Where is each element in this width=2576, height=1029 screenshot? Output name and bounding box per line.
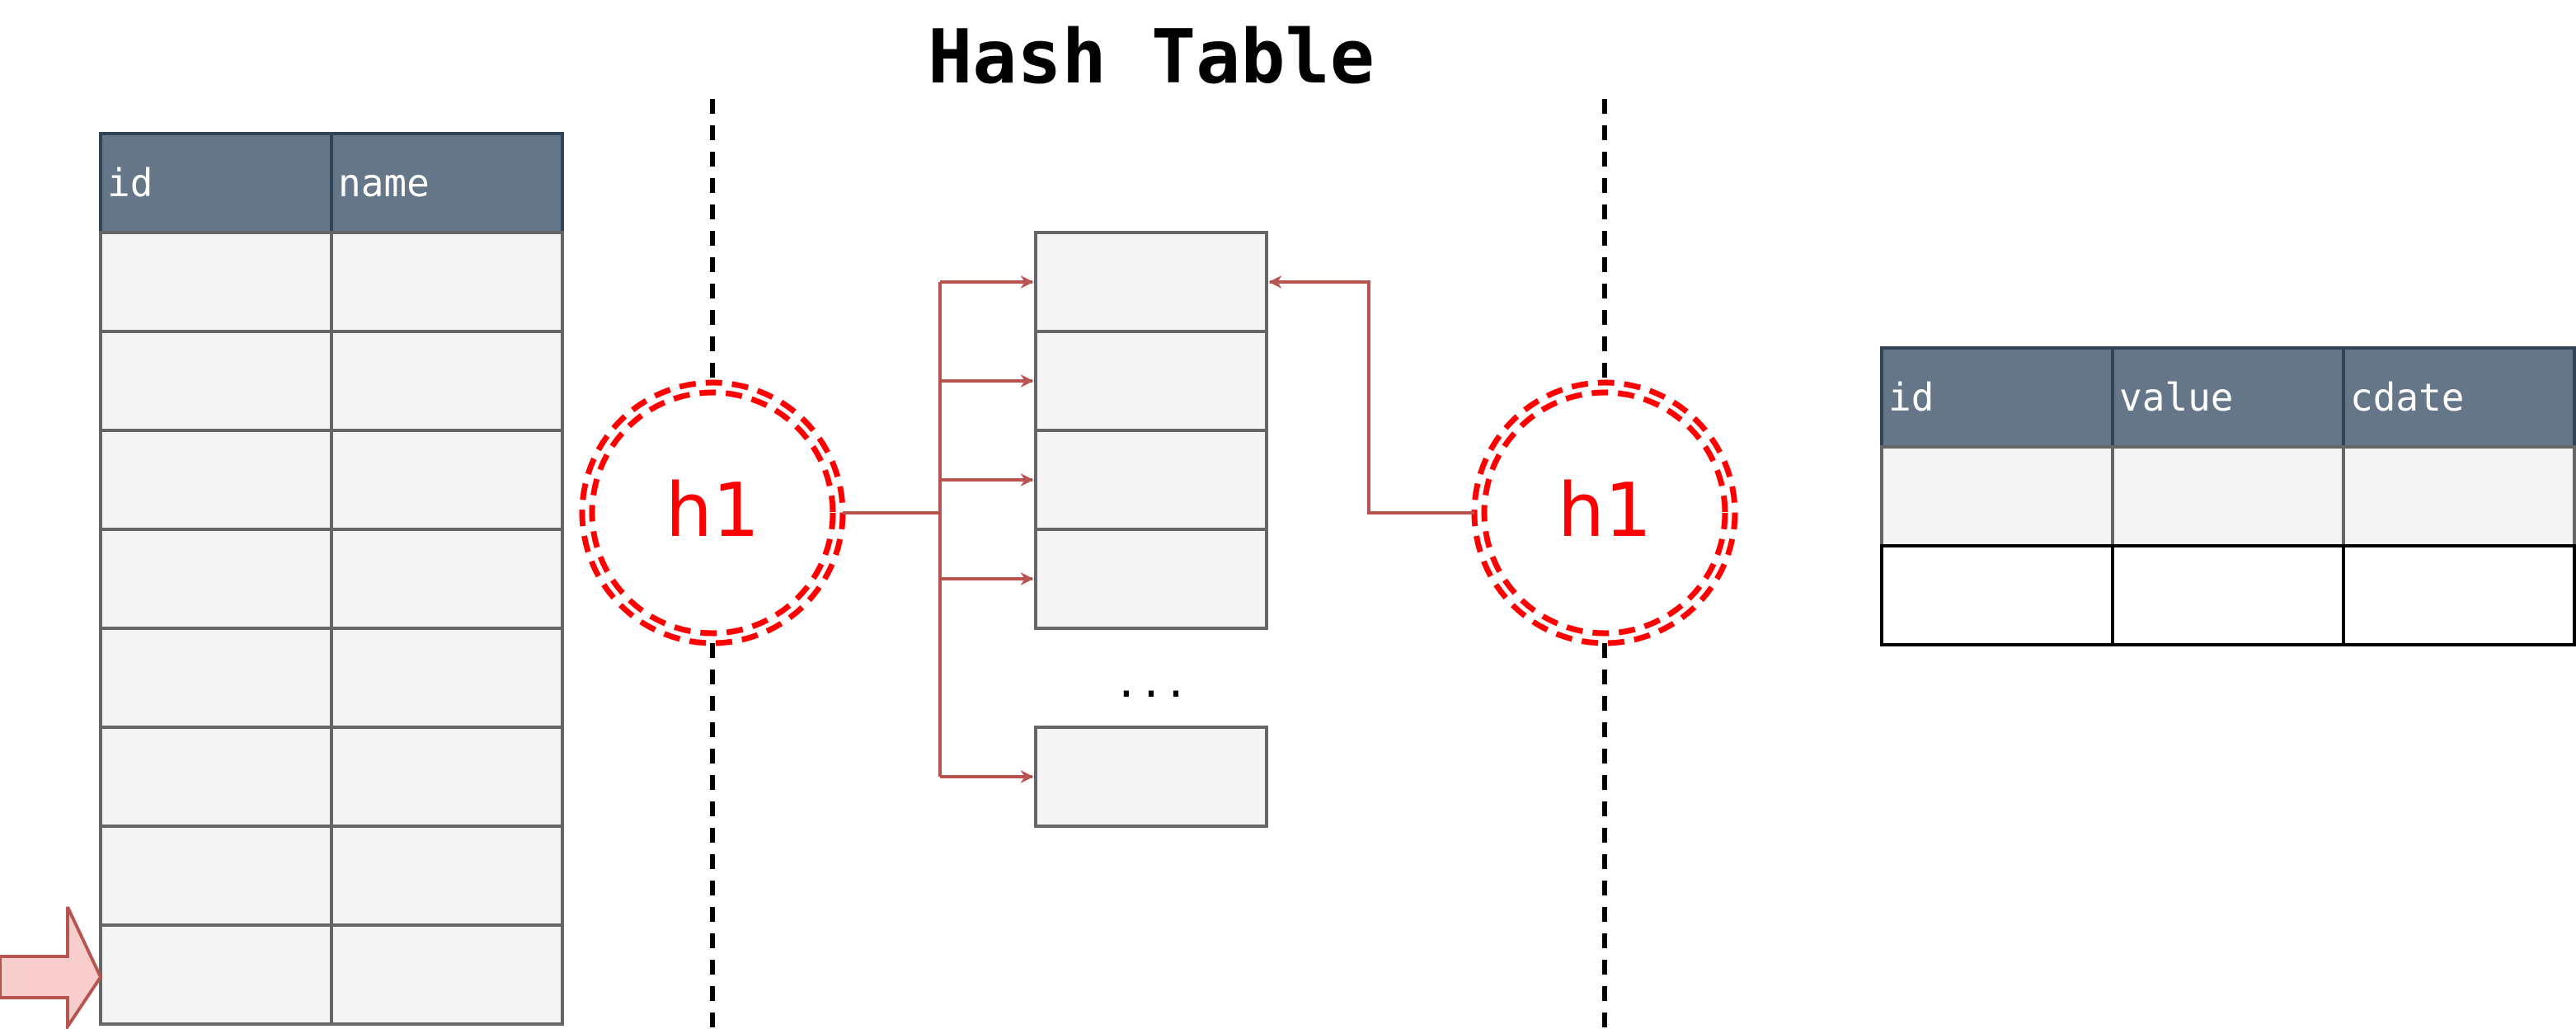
table-cell (2342, 445, 2576, 547)
hash-right-label: h1 (1558, 468, 1652, 554)
table-cell (330, 825, 564, 927)
table-cell (99, 825, 333, 927)
table-cell (330, 726, 564, 828)
table-cell (1880, 445, 2114, 547)
connector-right-hash-to-bucket-1 (1268, 275, 1474, 514)
table-cell (330, 429, 564, 531)
row-pointer-arrow (0, 906, 103, 1029)
hash-function-left: h1 (579, 379, 846, 646)
bucket-slot (1034, 429, 1268, 531)
table-cell (2111, 544, 2345, 646)
hash-function-right: h1 (1471, 379, 1738, 646)
bucket-ellipsis: ... (1114, 659, 1188, 707)
header-label: cdate (2350, 375, 2464, 420)
table-cell (2111, 445, 2345, 547)
table-cell (99, 923, 333, 1026)
right-table: id value cdate (1880, 346, 2576, 646)
bucket-array (1034, 231, 1268, 630)
left-table: id name (99, 132, 564, 1026)
bucket-last (1034, 726, 1268, 828)
header-label: name (338, 161, 430, 205)
table-cell (330, 923, 564, 1026)
table-cell (2342, 544, 2576, 646)
table-cell (330, 528, 564, 630)
header-cell (2342, 346, 2576, 449)
bucket-slot (1034, 231, 1268, 333)
table-cell (1880, 544, 2114, 646)
bucket-slot (1034, 330, 1268, 432)
table-cell (99, 231, 333, 333)
diagram-title: Hash Table (928, 14, 1375, 101)
table-cell (99, 429, 333, 531)
table-cell (99, 627, 333, 729)
hash-left-label: h1 (665, 468, 759, 554)
header-label: id (107, 161, 153, 205)
table-cell (330, 627, 564, 729)
table-cell (99, 330, 333, 432)
header-label: value (2119, 375, 2233, 420)
table-cell (330, 330, 564, 432)
table-cell (99, 726, 333, 828)
table-cell (330, 231, 564, 333)
table-cell (99, 528, 333, 630)
header-label: id (1888, 375, 1934, 420)
hash-to-bucket-connectors (843, 275, 1034, 783)
bucket-slot (1034, 528, 1268, 630)
